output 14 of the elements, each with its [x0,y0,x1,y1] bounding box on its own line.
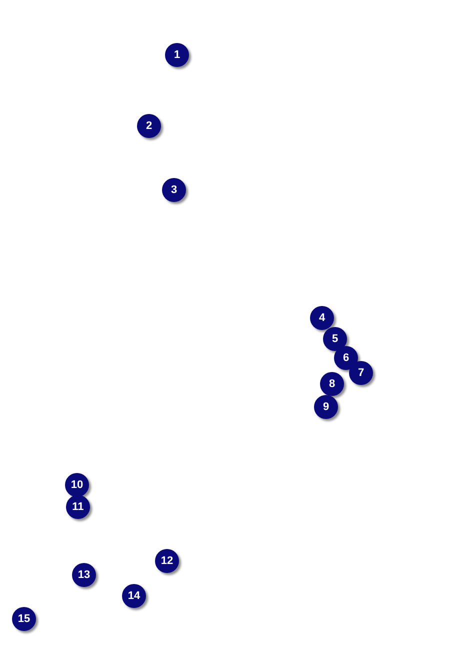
callout-number: 5 [323,327,347,351]
callout-number: 8 [320,372,344,396]
callout-number: 1 [165,43,189,67]
callout-number: 9 [314,395,338,419]
callout-number: 12 [155,549,179,573]
callout-number: 3 [162,178,186,202]
callout-number: 7 [349,361,373,385]
callout-number: 4 [310,306,334,330]
callout-number: 10 [65,473,89,497]
callout-number: 11 [66,495,90,519]
callout-number: 14 [122,584,146,608]
callout-number: 15 [12,607,36,631]
callout-number: 2 [137,114,161,138]
callout-number: 13 [72,563,96,587]
